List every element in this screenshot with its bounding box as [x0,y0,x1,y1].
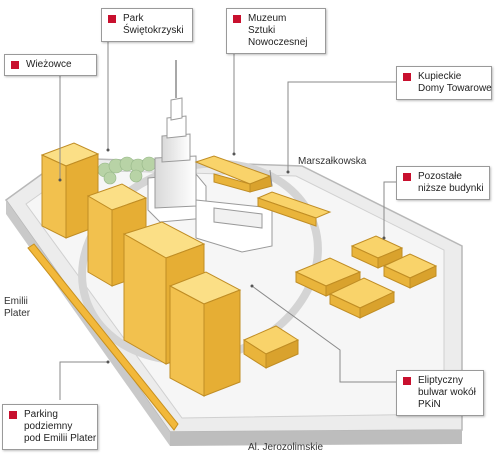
street-emilii-plater: Emilii Plater [4,296,30,320]
label-text: niższe budynki [418,183,484,194]
label-text: pod Emilii Plater [24,433,97,444]
site-edge-right [170,430,462,446]
label-bulwar: Eliptyczny bulwar wokół PKiN [396,370,484,416]
label-text: PKiN [418,399,441,410]
label-parking: Parking podziemny pod Emilii Plater [2,404,98,450]
street-jerozolimskie: Al. Jerozolimskie [248,442,323,454]
kupieckie-buildings [194,155,332,227]
palace-of-culture [147,60,273,253]
marker-square [403,173,411,181]
label-text: Pozostałe [418,171,462,182]
label-text: Nowoczesnej [248,37,308,48]
street-label: Marszałkowska [298,156,367,167]
label-text: Wieżowce [26,59,72,70]
label-text: Park [123,13,144,24]
museum-building [242,325,300,369]
marker-square [403,377,411,385]
label-text: Sztuki [248,25,276,36]
marker-square [108,15,116,23]
label-muzeum: Muzeum Sztuki Nowoczesnej [226,8,326,54]
label-text: Muzeum [248,13,287,24]
lower-buildings [294,235,438,319]
label-text: Kupieckie [418,71,462,82]
label-text: Parking [24,409,58,420]
label-wiezowce: Wieżowce [4,54,97,76]
label-pozostale: Pozostałe niższe budynki [396,166,490,200]
label-text: podziemny [24,421,73,432]
marker-square [9,411,17,419]
parking-strip [27,243,179,431]
marker-square [233,15,241,23]
street-marszalkowska: Marszałkowska [298,156,366,168]
street-label: Al. Jerozolimskie [248,442,324,453]
street-label: Plater [4,308,31,319]
marker-square [403,73,411,81]
label-kupieckie: Kupieckie Domy Towarowe [396,66,492,100]
label-text: bulwar wokół [418,387,476,398]
label-text: Świętokrzyski [123,25,184,36]
label-text: Eliptyczny [418,375,464,386]
leader-dots [58,148,386,364]
street-label: Emilii [4,296,28,307]
label-text: Domy Towarowe [418,83,492,94]
marker-square [11,61,19,69]
label-park: Park Świętokrzyski [101,8,193,42]
